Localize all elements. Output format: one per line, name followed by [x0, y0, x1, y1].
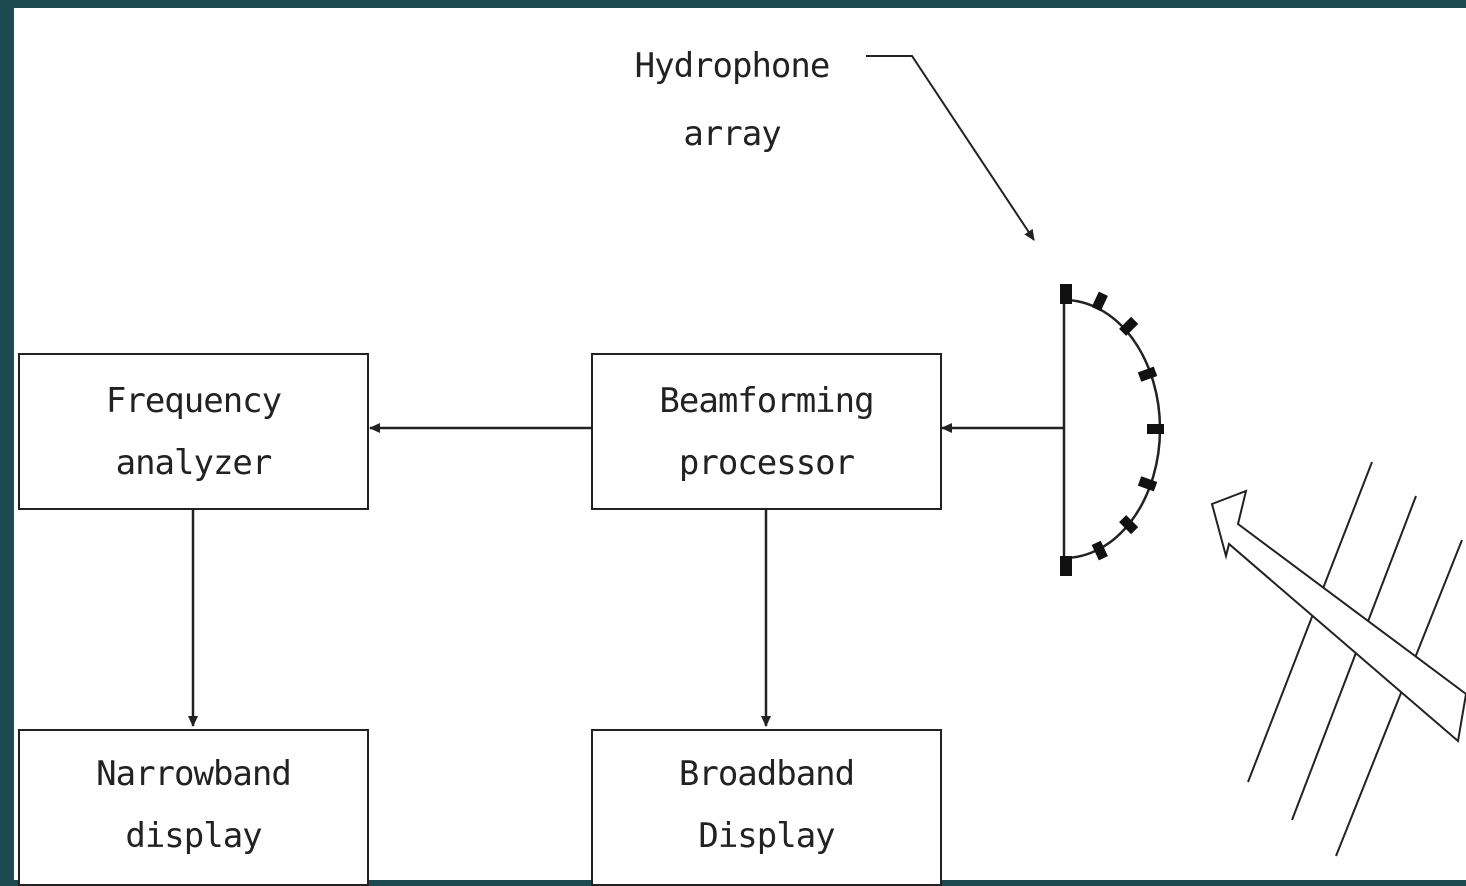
hydrophone-array-icon: [1060, 284, 1164, 576]
narrowband-display-label-line1: Narrowband: [96, 754, 292, 794]
frequency-analyzer-block: Frequency analyzer: [18, 353, 369, 510]
incoming-signal-arrow: [1210, 489, 1466, 743]
broadband-display-label-line2: Display: [698, 816, 835, 856]
hydrophone-array-label-line2: array: [683, 114, 781, 154]
broadband-display-block: Broadband Display: [591, 729, 942, 886]
frequency-analyzer-label-line2: analyzer: [115, 442, 273, 483]
narrowband-display-label-line2: display: [125, 816, 262, 856]
beamforming-processor-label-line1: Beamforming: [659, 380, 874, 421]
hydrophone-array-label-line1: Hydrophone: [634, 46, 831, 86]
beamforming-processor-label-line2: processor: [678, 442, 855, 483]
broadband-display-label-line1: Broadband: [678, 754, 855, 794]
narrowband-display-block: Narrowband display: [18, 729, 369, 886]
beamforming-processor-block: Beamforming processor: [591, 353, 942, 510]
incoming-wavefront-lines: [1247, 461, 1463, 857]
hydrophone-pointer-arrow: [866, 55, 1035, 241]
frequency-analyzer-label-line1: Frequency: [105, 380, 282, 421]
